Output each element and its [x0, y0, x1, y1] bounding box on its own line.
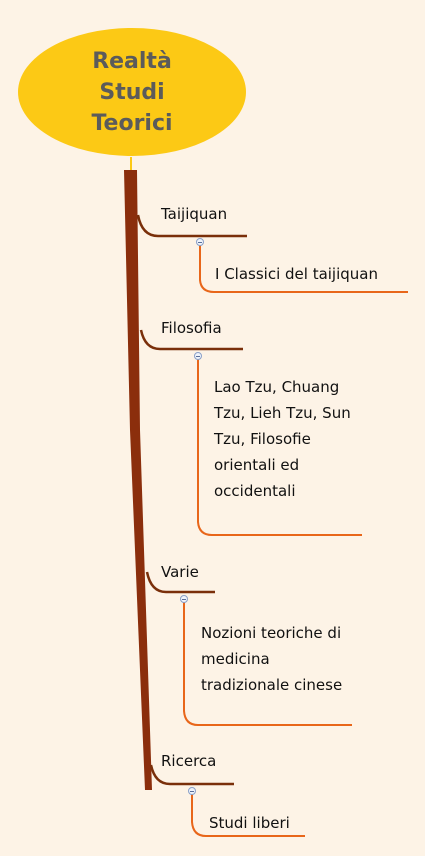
collapse-toggle-icon[interactable]: [188, 787, 196, 795]
root-node[interactable]: Realtà Studi Teorici: [18, 28, 246, 156]
branch-line-filosofia: [139, 329, 243, 351]
subtopic-filosofi[interactable]: Lao Tzu, Chuang Tzu, Lieh Tzu, Sun Tzu, …: [214, 378, 351, 500]
collapse-toggle-icon[interactable]: [194, 352, 202, 360]
sub-line-varie: [183, 601, 352, 726]
collapse-toggle-icon[interactable]: [196, 238, 204, 246]
sub-line-ricerca: [191, 793, 305, 837]
branch-line-taijiquan: [136, 214, 247, 238]
branch-taijiquan[interactable]: Taijiquan: [161, 205, 228, 223]
branch-line-ricerca: [149, 764, 234, 786]
branch-line-varie: [145, 571, 215, 594]
subtopic-medicina[interactable]: Nozioni teoriche di medicina tradizional…: [201, 624, 343, 694]
sub-line-taijiquan: [199, 244, 408, 293]
branch-varie[interactable]: Varie: [161, 563, 199, 581]
branch-filosofia[interactable]: Filosofia: [161, 319, 222, 337]
trunk-connector: [124, 170, 152, 790]
subtopic-classici[interactable]: I Classici del taijiquan: [215, 265, 378, 283]
root-title: Realtà Studi Teorici: [91, 48, 173, 136]
collapse-toggle-icon[interactable]: [180, 595, 188, 603]
sub-line-filosofia: [197, 358, 362, 536]
branch-ricerca[interactable]: Ricerca: [161, 752, 217, 770]
subtopic-studi-liberi[interactable]: Studi liberi: [209, 814, 290, 832]
